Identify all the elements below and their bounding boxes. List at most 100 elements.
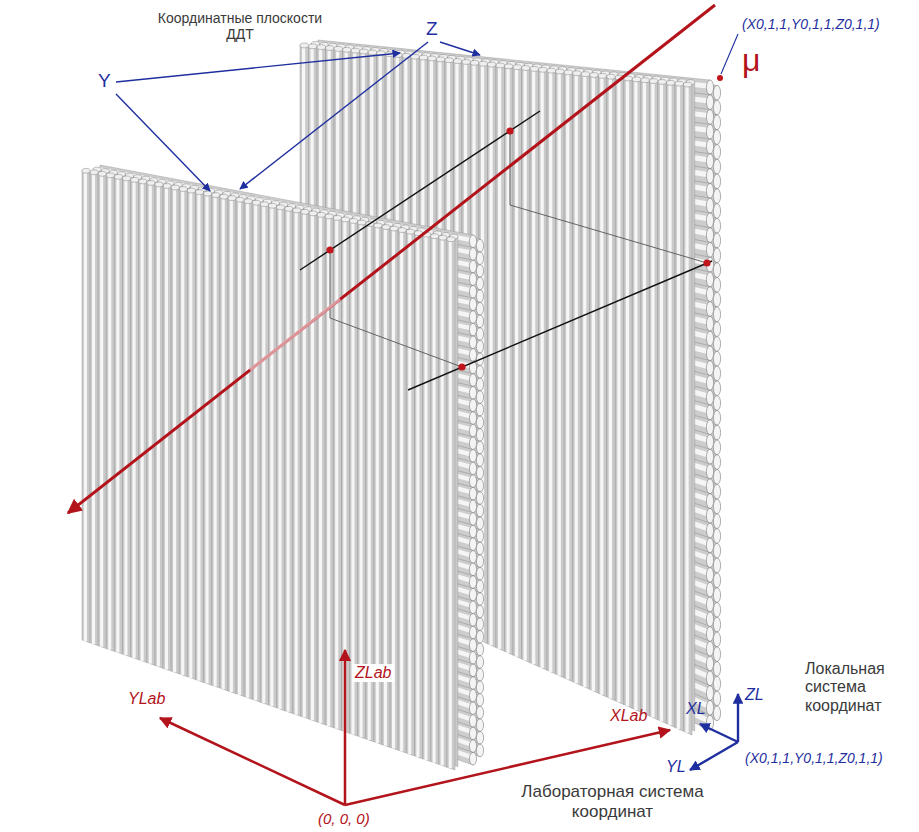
drift-tube xyxy=(530,69,539,667)
tube-end xyxy=(476,643,483,656)
drift-tube xyxy=(406,231,414,756)
tube-end xyxy=(476,567,483,580)
tube-end xyxy=(706,686,713,701)
tube-end xyxy=(476,378,483,391)
tube-highlight xyxy=(214,195,217,686)
muon-track-hidden-part xyxy=(250,299,340,370)
tube-end xyxy=(706,287,713,302)
tube-end xyxy=(469,715,476,728)
tube-cap xyxy=(334,47,343,52)
hit-point xyxy=(703,259,710,266)
drift-tube xyxy=(90,172,98,646)
tube-cap xyxy=(220,194,228,199)
tube-cap xyxy=(513,65,522,70)
tube-end xyxy=(469,437,476,450)
tube-cap xyxy=(607,74,616,79)
tube-end xyxy=(706,597,713,612)
drift-tube xyxy=(415,232,423,758)
tube-end xyxy=(476,366,483,379)
tube-cap xyxy=(419,55,428,60)
tube-cap xyxy=(350,219,358,224)
tube-cap xyxy=(683,82,692,87)
drift-tube xyxy=(539,69,548,670)
tube-highlight xyxy=(549,71,552,672)
tube-cap xyxy=(556,69,565,74)
tube-end xyxy=(713,396,720,411)
axis-label: XLab xyxy=(610,707,647,725)
tube-end xyxy=(469,752,476,765)
drift-tube-chamber xyxy=(82,165,484,770)
tube-end xyxy=(469,689,476,702)
tube-highlight xyxy=(230,198,233,692)
tube-highlight xyxy=(238,200,241,695)
drift-tube xyxy=(513,67,522,659)
tube-end xyxy=(713,366,720,381)
drift-tube xyxy=(590,75,599,694)
tube-end xyxy=(469,513,476,526)
coordinate-label: (X0,1,1,Y0,1,1,Z0,1,1) xyxy=(745,750,883,766)
tube-end xyxy=(476,340,483,353)
drift-tube xyxy=(641,80,650,716)
tube-end xyxy=(706,316,713,331)
tube-highlight xyxy=(609,77,612,699)
tube-end xyxy=(476,656,483,669)
leader-lines xyxy=(116,34,738,191)
tube-cap xyxy=(462,60,471,65)
tube-end xyxy=(469,260,476,273)
drift-tube xyxy=(505,66,514,655)
tube-highlight xyxy=(498,65,501,649)
tube-end xyxy=(469,626,476,639)
tube-end xyxy=(476,504,483,517)
origin-label: (0, 0, 0) xyxy=(318,810,370,827)
tube-highlight xyxy=(541,70,544,668)
drift-tube xyxy=(131,179,139,660)
tube-cap xyxy=(300,43,309,48)
tube-cap xyxy=(155,182,163,187)
tube-end xyxy=(476,605,483,618)
tube-cap xyxy=(447,237,455,242)
tube-end xyxy=(469,664,476,677)
tube-end xyxy=(476,328,483,341)
tube-end xyxy=(713,381,720,396)
drift-tube xyxy=(301,211,309,719)
drift-tube xyxy=(684,84,693,735)
tube-cap xyxy=(581,72,590,77)
drift-tube xyxy=(163,185,171,671)
tube-cap xyxy=(539,67,548,72)
tube-end xyxy=(713,543,720,558)
tube-end xyxy=(713,499,720,514)
tube-end xyxy=(713,662,720,677)
drift-tube xyxy=(252,202,260,702)
tube-cap xyxy=(285,206,293,211)
tube-end xyxy=(706,213,713,228)
tube-end xyxy=(713,455,720,470)
tube-end xyxy=(706,405,713,420)
tube-end xyxy=(476,618,483,631)
tube-end xyxy=(706,612,713,627)
tube-end xyxy=(476,252,483,265)
drift-tube xyxy=(317,214,325,725)
drift-tube xyxy=(114,176,122,654)
tube-cap xyxy=(479,61,488,66)
tube-end xyxy=(469,248,476,261)
tube-end xyxy=(713,617,720,632)
tube-end xyxy=(713,85,720,100)
tube-end xyxy=(706,538,713,553)
axis-arrow xyxy=(160,718,345,805)
tube-highlight xyxy=(400,230,403,751)
tube-end xyxy=(706,361,713,376)
construction-line xyxy=(330,250,462,367)
tube-highlight xyxy=(133,180,136,658)
tube-end xyxy=(469,285,476,298)
tube-highlight xyxy=(566,72,569,679)
tube-cap xyxy=(147,181,155,186)
tube-cap xyxy=(641,78,650,83)
tube-highlight xyxy=(205,193,208,683)
hit-point xyxy=(506,127,513,134)
tube-end xyxy=(469,399,476,412)
tube-end xyxy=(476,517,483,530)
tube-end xyxy=(476,719,483,732)
tube-cap xyxy=(470,60,479,65)
tube-highlight xyxy=(189,190,192,678)
y-tube-layer xyxy=(82,168,455,770)
